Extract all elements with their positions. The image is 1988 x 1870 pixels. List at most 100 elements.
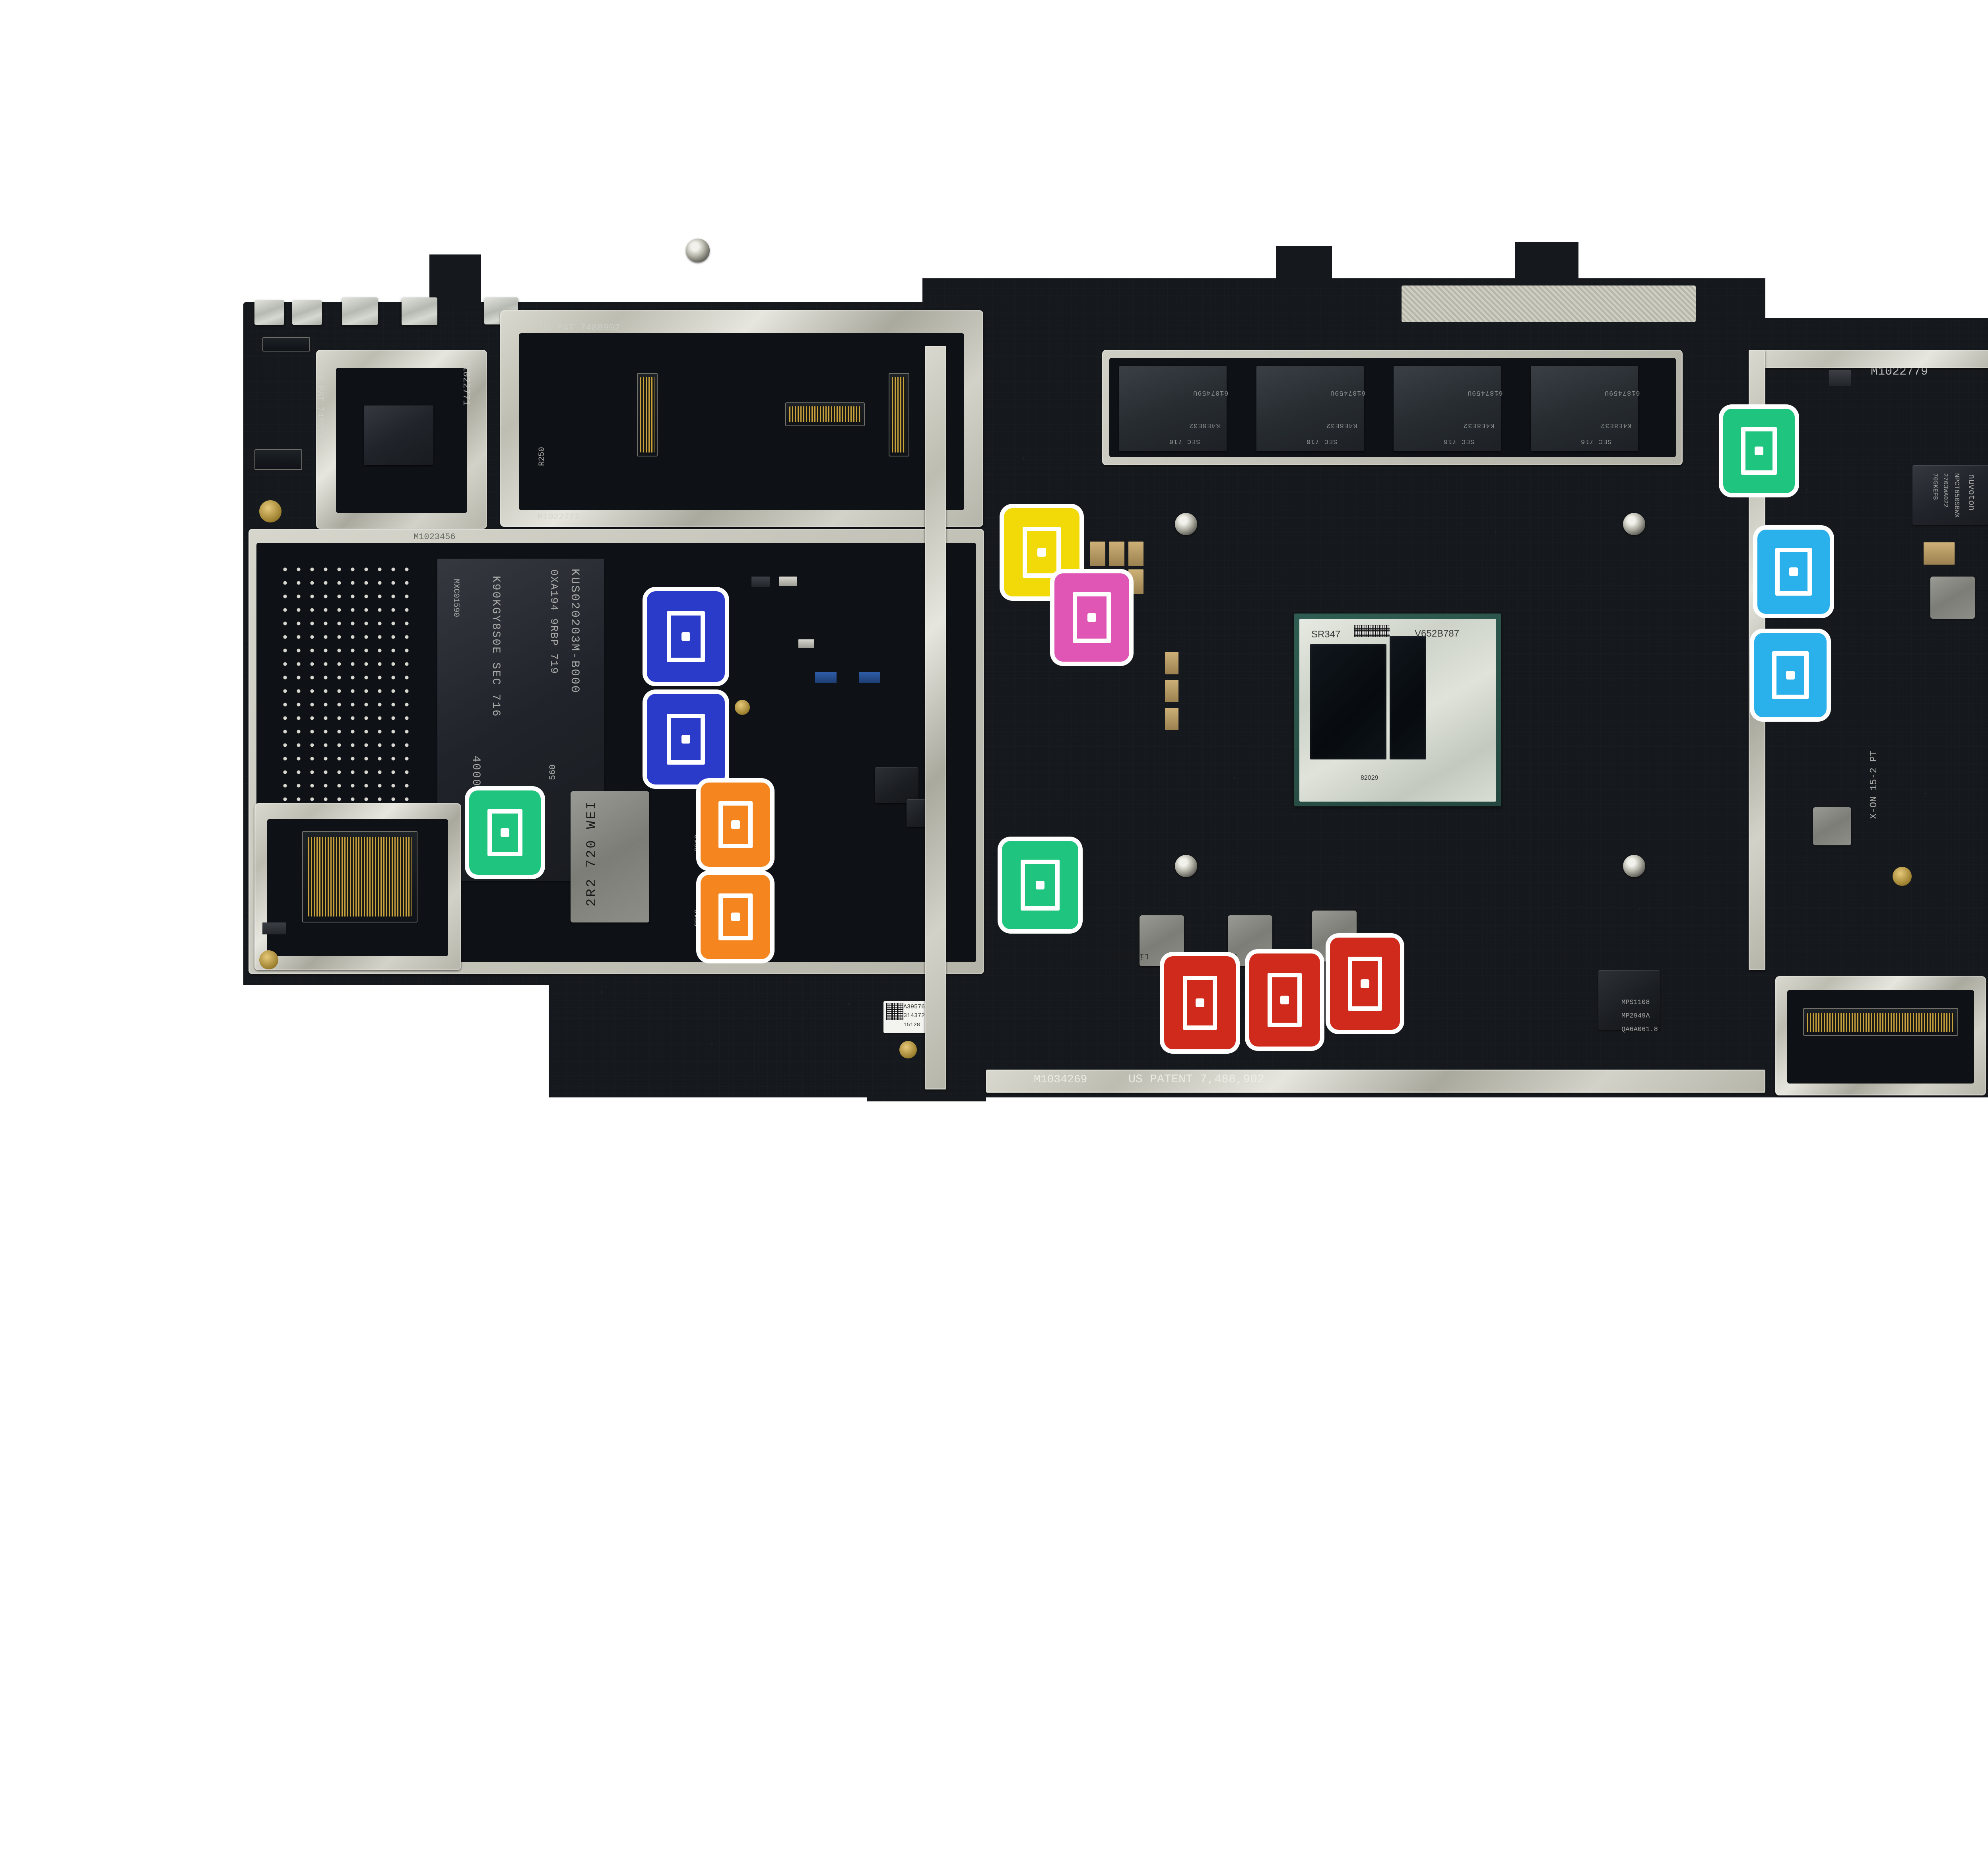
smd-ssd-5 [798,639,814,648]
center-left-rail [925,346,946,1089]
via-ssd [735,700,750,715]
cpu-die-main [1310,644,1386,759]
silk-m1022771-visible: M1022771 [538,512,580,522]
pcb-top-tab-left [429,254,481,306]
annotation-box-red-2 [1249,953,1320,1047]
silk-us-patent-center: US PATENT 7,488,902 [1128,1073,1265,1086]
ram-chip-1 [1119,366,1227,451]
cpu-marking-bottom: 82029 [1361,775,1378,781]
ram-3-top: 6187459U [1467,389,1503,396]
edge-clip-3 [342,297,378,325]
edge-clip-1 [254,300,284,325]
edge-clip-4 [402,297,437,325]
annotation-inner-window-yellow-1 [1023,527,1061,578]
inductor-lincoln-1-label: Lincoln [1115,951,1149,960]
annotation-inner-window-magenta-1 [1073,592,1111,643]
right-crystal [1924,542,1955,565]
ram-chip-2 [1256,366,1364,451]
fpc-connector-left-mid[interactable] [254,449,302,470]
silk-r250: R250 [538,447,547,466]
nand-text-2: 0XA194 9RBP 719 [548,569,560,675]
fpc-gold-b [789,406,862,422]
center-bottom-rail [986,1070,1765,1093]
annotation-inner-window-blue-2 [667,714,705,765]
annotation-box-green-2 [1002,841,1078,929]
cap-cluster-7 [1165,652,1178,674]
cap-cluster-2 [1109,542,1124,566]
nuvoton-lot: 2703WA022 [1942,473,1949,508]
right-inductor-2 [1813,807,1851,845]
silk-560: 560 [548,764,558,780]
annotation-inner-window-green-3 [1741,427,1777,475]
cpu-marking-left: SR347 [1311,629,1341,640]
cpu-die-gpu [1390,636,1426,759]
ssd-controller-small [875,767,918,803]
nuvoton-date: 705KEFB [1932,473,1939,500]
mps-controller [1598,970,1660,1030]
screw-center-2 [1623,513,1645,535]
ram-2-date: SEC 716 [1306,437,1338,445]
annotation-box-red-3 [1330,938,1400,1030]
annotation-inner-window-green-1 [487,809,522,856]
cap-cluster-8 [1165,680,1178,702]
annotation-box-orange-2 [701,875,770,959]
silk-right-vert: X-ON 15-2 PT [1869,750,1879,819]
pcb-top-tab-mid2 [1515,242,1578,285]
right-smd-1 [1829,370,1851,386]
fpc-gold-c [892,377,906,452]
wifi-module-chip [364,406,433,465]
nand-text-5: 4000 [470,755,482,787]
smd-ssd-2 [779,577,797,586]
ram-4-top: 6187459U [1604,389,1640,396]
screw-center-3 [1175,855,1197,877]
annotation-inner-window-orange-2 [718,893,753,940]
right-inductor-1 [1930,577,1975,619]
via-left-bottom [259,950,278,969]
ram-1-date: SEC 716 [1169,437,1200,445]
thermal-foam-strip [1402,285,1696,322]
ram-4-sub: K4E8E32 [1600,421,1632,429]
cpu-datamatrix [1354,625,1390,637]
cpu-marking-right: V652B787 [1415,628,1460,639]
nand-text-4: MXC01590 [451,579,460,618]
smd-left-bottom [262,922,286,934]
silk-mp2949a: MP2949A [1621,1012,1650,1020]
nuvoton-tpm-chip [1912,465,1988,525]
silk-m1023456: M1023456 [414,532,456,542]
screw-center-1 [1175,513,1197,535]
silk-uspat-shield: US PAT 7488902 [540,323,620,334]
annotation-box-blue-1 [647,591,725,682]
inductor-2r2 [571,791,649,922]
nuvoton-part: NPCT650SBWX [1953,473,1960,518]
nuvoton-brand: nuvoton [1966,474,1976,511]
annotation-inner-window-cyan-1 [1775,548,1812,596]
annotation-inner-window-cyan-3 [1772,651,1809,699]
ram-4-date: SEC 716 [1580,437,1612,445]
fpc-gold-a [640,377,654,452]
ram-chip-3 [1394,366,1501,451]
inductor-2r2-label: 2R2 720 WEI [584,800,600,907]
ram-2-top: 6187459U [1330,389,1366,396]
annotation-inner-window-red-3 [1348,957,1382,1011]
via-sticker-area [899,1041,917,1058]
via-left-1 [259,500,282,522]
silk-m1034269: M1034269 [1034,1074,1087,1086]
label-line-3: 15128 [903,1022,920,1028]
silk-mps1108: MPS1108 [1621,999,1650,1006]
annotation-box-orange-1 [701,783,770,867]
ram-2-sub: K4E8E32 [1326,421,1357,429]
ram-1-top: 6187459U [1193,389,1229,396]
annotation-box-green-3 [1723,409,1795,493]
ram-3-sub: K4E8E32 [1463,421,1495,429]
annotation-box-cyan-3 [1754,633,1827,717]
edge-clip-2 [292,300,322,325]
silk-uspat-left: US PAT 7488902 [315,370,325,443]
cap-cluster-6 [1128,569,1143,594]
smd-ssd-4 [859,672,880,683]
right-top-rail [1753,350,1988,368]
annotation-box-magenta-1 [1054,573,1129,662]
pcb-top-tab-mid [1276,246,1332,285]
annotation-box-blue-2 [647,694,725,785]
fpc-connector-left-top[interactable] [262,337,310,351]
